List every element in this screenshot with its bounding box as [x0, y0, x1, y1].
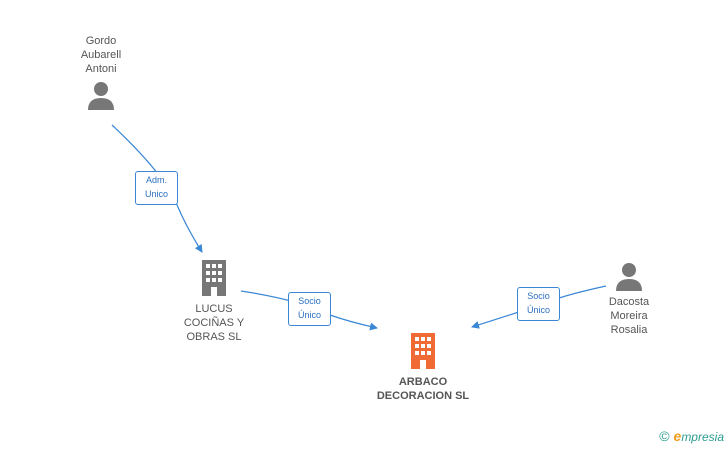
brand-name: empresia — [674, 428, 724, 444]
node-label: LUCUS COCIÑAS Y OBRAS SL — [183, 303, 245, 343]
edge-label-socio-unico-lucus[interactable]: Socio Único — [288, 292, 331, 326]
node-label: Dacosta Moreira Rosalia — [608, 296, 650, 336]
edge-label-adm-unico[interactable]: Adm. Unico — [135, 171, 178, 205]
brand-text: mpresia — [681, 430, 724, 444]
building-icon — [202, 260, 226, 296]
node-arbaco-decoracion-sl[interactable]: ARBACO DECORACION SL — [368, 333, 478, 403]
edge-label-socio-unico-dacosta[interactable]: Socio Único — [517, 287, 560, 321]
building-icon — [411, 333, 435, 369]
brand-logo: © empresia — [659, 428, 724, 444]
person-icon — [616, 263, 642, 291]
node-label: ARBACO DECORACION SL — [376, 376, 470, 402]
node-dacosta-moreira-rosalia[interactable]: Dacosta Moreira Rosalia — [594, 261, 664, 337]
brand-initial: e — [673, 428, 682, 444]
node-label: Gordo Aubarell Antoni — [80, 35, 122, 75]
node-lucus-cocinas-y-obras-sl[interactable]: LUCUS COCIÑAS Y OBRAS SL — [172, 260, 256, 344]
copyright-icon: © — [659, 428, 670, 444]
person-icon — [88, 82, 114, 110]
node-gordo-aubarell-antoni[interactable]: Gordo Aubarell Antoni — [66, 34, 136, 112]
